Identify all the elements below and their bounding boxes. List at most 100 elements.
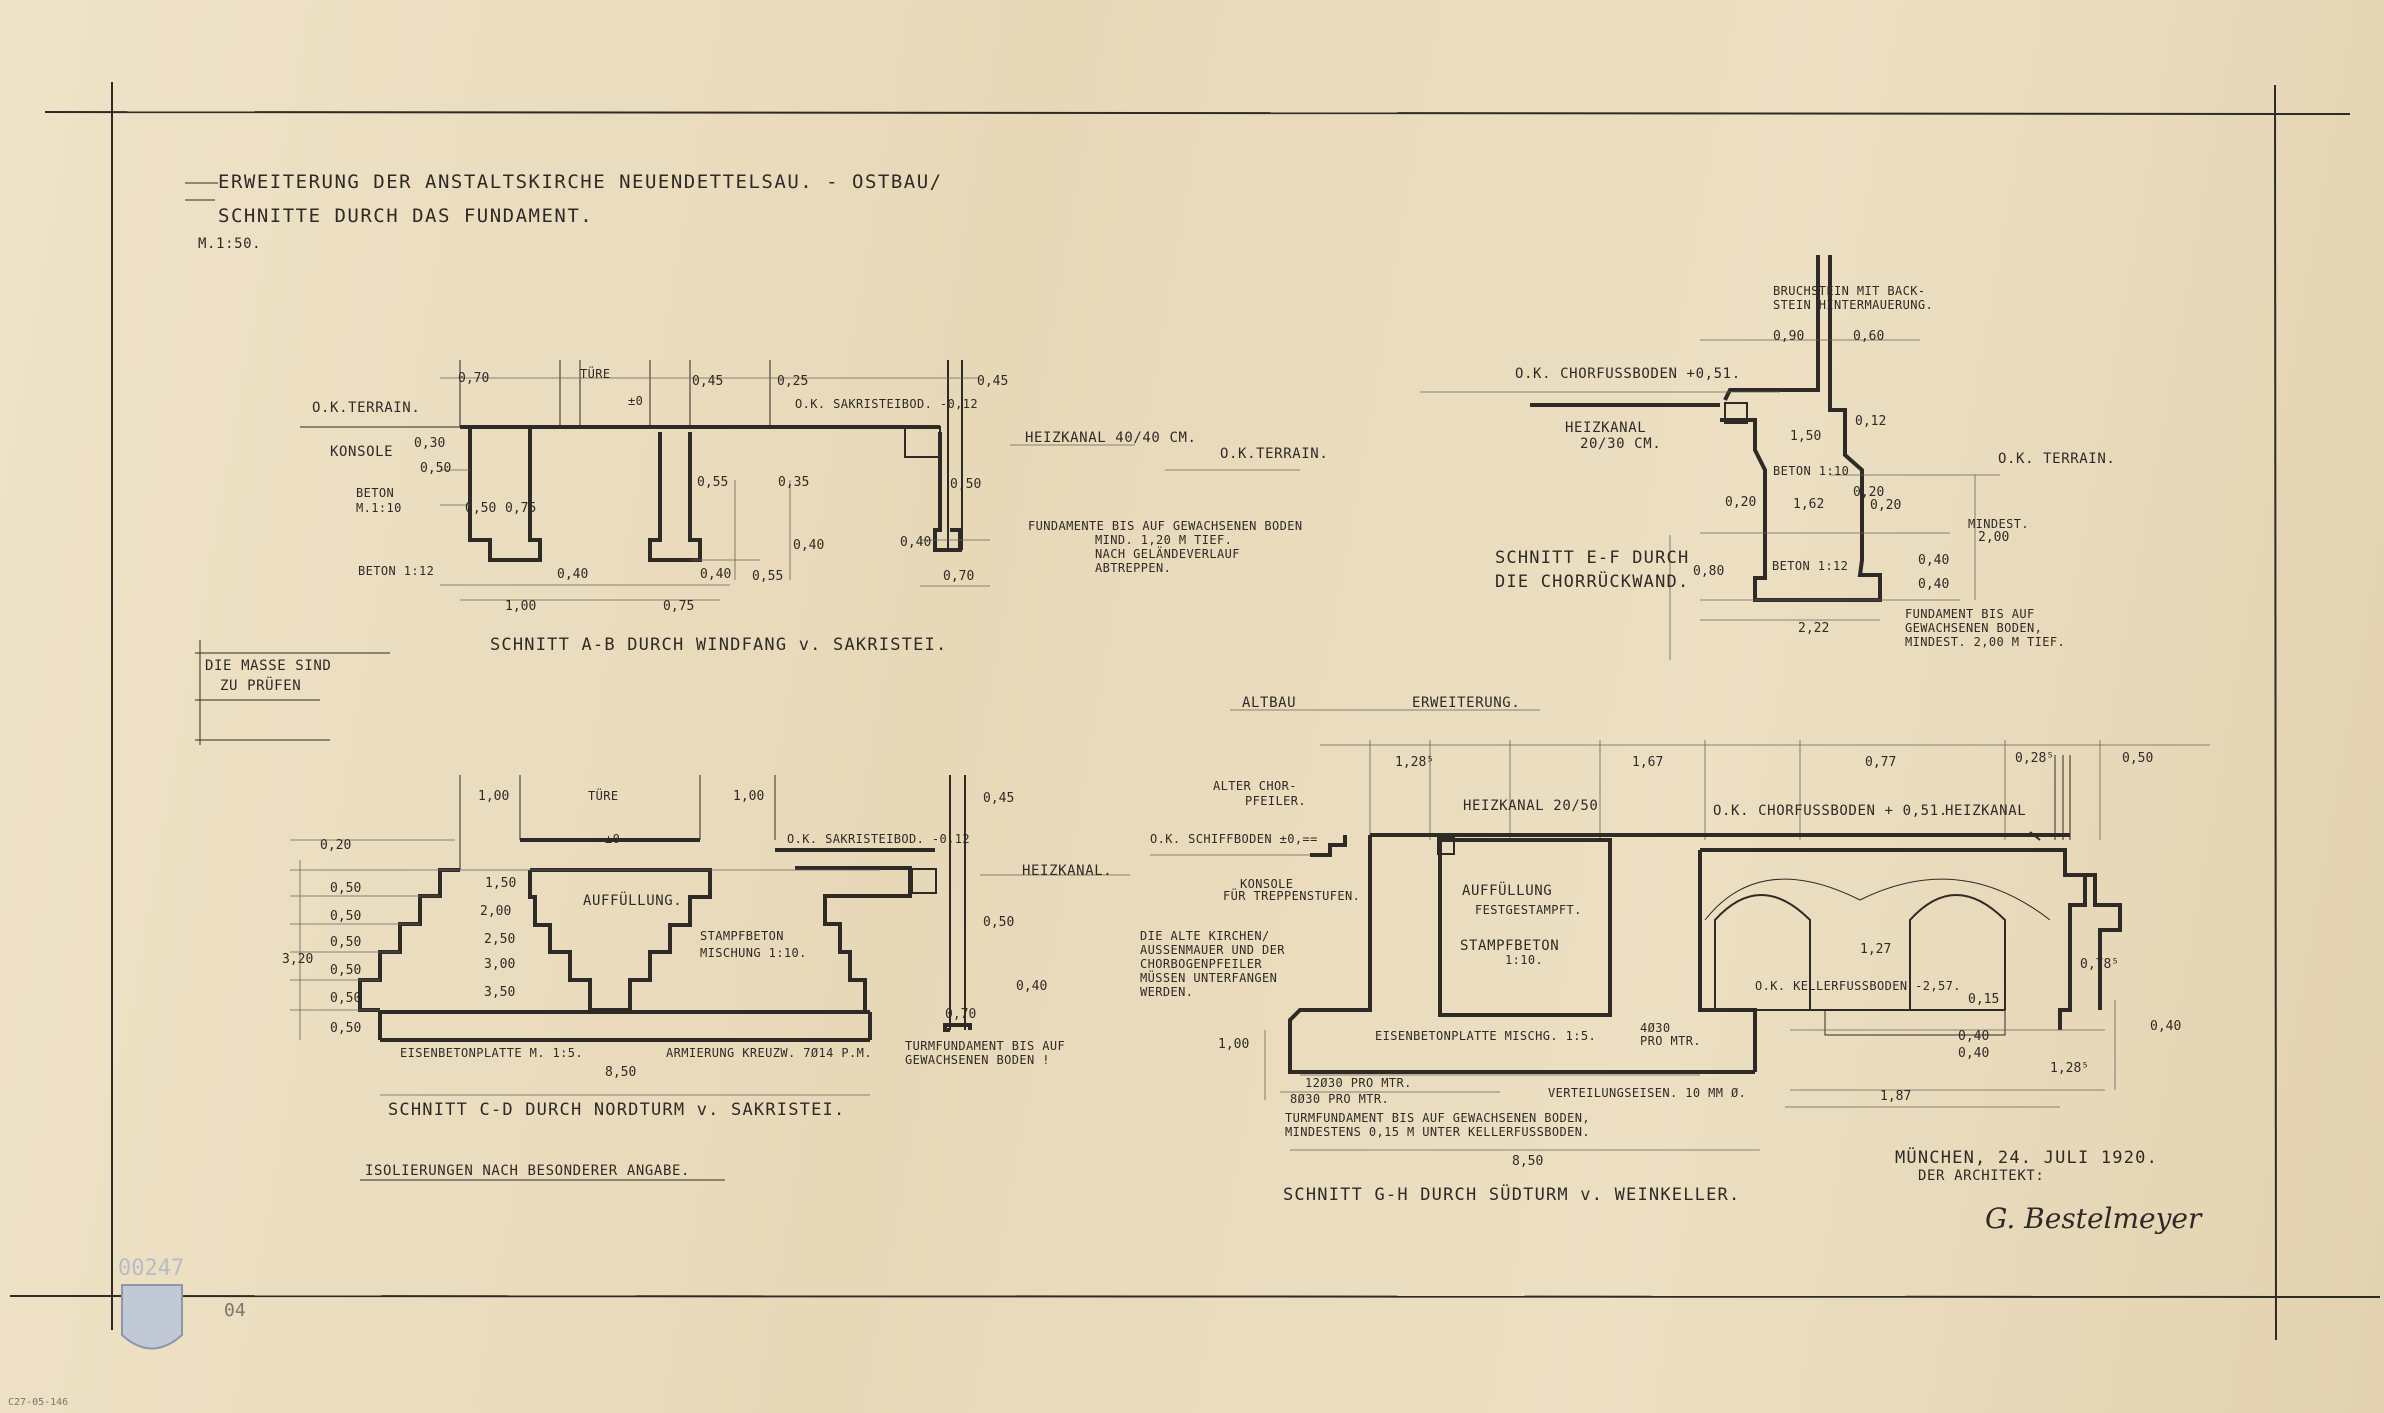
sheet-number: 04 bbox=[224, 1300, 246, 1321]
ab-dim: 0,75 bbox=[663, 599, 694, 614]
gh-kirchen-5: WERDEN. bbox=[1140, 985, 1193, 999]
gh-dim: 1,67 bbox=[1632, 755, 1663, 770]
gh-r2: 8Ø30 PRO MTR. bbox=[1290, 1092, 1389, 1106]
gh-dim: 1,87 bbox=[1880, 1089, 1911, 1104]
ef-dim: 0,12 bbox=[1855, 414, 1886, 429]
cd-step: 1,50 bbox=[485, 876, 516, 891]
ef-dim: 0,90 bbox=[1773, 329, 1804, 344]
cd-dim: 0,50 bbox=[983, 915, 1014, 930]
gh-dim: 0,28⁵ bbox=[2015, 751, 2054, 766]
sheet-border bbox=[9, 82, 2381, 1341]
ab-ok-terrain-right: O.K.TERRAIN. bbox=[1220, 446, 1328, 462]
cd-dim: 0,50 bbox=[330, 881, 361, 896]
drawing-title-line1: ERWEITERUNG DER ANSTALTSKIRCHE NEUENDETT… bbox=[218, 171, 943, 193]
ab-konsole: KONSOLE bbox=[330, 444, 393, 460]
ab-ok-terrain-left: O.K.TERRAIN. bbox=[312, 400, 420, 416]
gh-heizkanal-right: HEIZKANAL bbox=[1945, 803, 2026, 819]
section-ab: O.K.TERRAIN. KONSOLE BETON M.1:10 BETON … bbox=[300, 360, 1328, 655]
ab-dim: 0,70 bbox=[458, 371, 489, 386]
cd-auffuellung: AUFFÜLLUNG. bbox=[583, 891, 682, 909]
cd-step: 3,50 bbox=[484, 985, 515, 1000]
signature-place-date: MÜNCHEN, 24. JULI 1920. bbox=[1895, 1146, 2158, 1168]
measure-note: DIE MASSE SIND ZU PRÜFEN bbox=[195, 640, 390, 745]
ef-bruchstein-2: STEIN HINTERMAUERUNG. bbox=[1773, 298, 1933, 312]
ab-dim: 1,00 bbox=[505, 599, 536, 614]
cd-eisenbeton: EISENBETONPLATTE M. 1:5. bbox=[400, 1046, 583, 1060]
cd-caption: SCHNITT C-D DURCH NORDTURM v. SAKRISTEI. bbox=[388, 1100, 845, 1120]
gh-caption: SCHNITT G-H DURCH SÜDTURM v. WEINKELLER. bbox=[1283, 1183, 1740, 1205]
gh-dim: 0,15 bbox=[1968, 992, 1999, 1007]
gh-verteilung: VERTEILUNGSEISEN. 10 MM Ø. bbox=[1548, 1086, 1746, 1100]
ab-beton-1-12: BETON 1:12 bbox=[358, 564, 434, 578]
ef-heizkanal-2: 20/30 CM. bbox=[1580, 436, 1661, 452]
ef-heizkanal-1: HEIZKANAL bbox=[1565, 420, 1646, 436]
ab-dim: 0,40 bbox=[557, 567, 588, 582]
cd-dim: 0,50 bbox=[330, 935, 361, 950]
cd-dim: 0,50 bbox=[330, 991, 361, 1006]
ab-dim: 0,55 bbox=[752, 569, 783, 584]
section-gh: ALTBAU ERWEITERUNG. ALTER CHOR- PFEILER.… bbox=[1140, 695, 2210, 1205]
ef-dim: 0,20 bbox=[1870, 498, 1901, 513]
gh-dim: 1,28⁵ bbox=[2050, 1061, 2089, 1076]
gh-ok-chor: O.K. CHORFUSSBODEN + 0,51. bbox=[1713, 803, 1948, 819]
gh-eisenbeton: EISENBETONPLATTE MISCHG. 1:5. bbox=[1375, 1029, 1596, 1043]
gh-kirchen-2: AUSSENMAUER UND DER bbox=[1140, 943, 1285, 957]
gh-dim: 1,27 bbox=[1860, 942, 1891, 957]
section-cd: TÜRE ±0 AUFFÜLLUNG. STAMPFBETON MISCHUNG… bbox=[282, 775, 1130, 1181]
drawing-title-line2: SCHNITTE DURCH DAS FUNDAMENT. bbox=[218, 205, 593, 227]
ab-fund-note-3: NACH GELÄNDEVERLAUF bbox=[1095, 546, 1240, 561]
ab-dim: 0,25 bbox=[777, 374, 808, 389]
gh-dim: 1,00 bbox=[1218, 1037, 1249, 1052]
gh-dim: 0,77 bbox=[1865, 755, 1896, 770]
ab-caption: SCHNITT A-B DURCH WINDFANG v. SAKRISTEI. bbox=[490, 635, 947, 655]
section-ef: BRUCHSTEIN MIT BACK- STEIN HINTERMAUERUN… bbox=[1420, 255, 2115, 660]
measure-note-line1: DIE MASSE SIND bbox=[205, 658, 331, 674]
cd-step: 3,00 bbox=[484, 957, 515, 972]
ef-dim: 1,50 bbox=[1790, 429, 1821, 444]
gh-erweiterung: ERWEITERUNG. bbox=[1412, 695, 1520, 711]
title-block: ERWEITERUNG DER ANSTALTSKIRCHE NEUENDETT… bbox=[185, 171, 943, 252]
ef-beton-1-10: BETON 1:10 bbox=[1773, 464, 1849, 478]
ab-dim: 0,30 bbox=[414, 436, 445, 451]
ab-ok-sakristei: O.K. SAKRISTEIBOD. -0,12 bbox=[795, 397, 978, 411]
ab-beton-label: BETON bbox=[356, 486, 394, 500]
ab-fund-note-1: FUNDAMENTE BIS AUF GEWACHSENEN BODEN bbox=[1028, 519, 1303, 533]
ab-dim: 0,45 bbox=[977, 374, 1008, 389]
gh-ok-schiff: O.K. SCHIFFBODEN ±0,== bbox=[1150, 832, 1318, 846]
cd-step: 2,00 bbox=[480, 904, 511, 919]
ef-dim: 0,40 bbox=[1918, 553, 1949, 568]
cd-armierung: ARMIERUNG KREUZW. 7Ø14 P.M. bbox=[666, 1046, 872, 1060]
ef-dim: 0,40 bbox=[1918, 577, 1949, 592]
ef-caption-2: DIE CHORRÜCKWAND. bbox=[1495, 570, 1689, 592]
gh-kirchen-4: MÜSSEN UNTERFANGEN bbox=[1140, 969, 1277, 985]
ef-mindest-value: 2,00 bbox=[1978, 530, 2009, 545]
gh-dim: 0,40 bbox=[1958, 1029, 1989, 1044]
ab-dim: 0,50 bbox=[950, 477, 981, 492]
ef-ok-terrain: O.K. TERRAIN. bbox=[1998, 451, 2115, 467]
ab-dim: 0,50 bbox=[420, 461, 451, 476]
gh-dim: 0,40 bbox=[2150, 1019, 2181, 1034]
drawing-scale: M.1:50. bbox=[198, 236, 261, 252]
archive-number: 00247 bbox=[118, 1256, 184, 1281]
cd-ok-sakristei: O.K. SAKRISTEIBOD. -0,12 bbox=[787, 832, 970, 846]
ab-heizkanal: HEIZKANAL 40/40 CM. bbox=[1025, 430, 1197, 446]
gh-pro-mtr-2: PRO MTR. bbox=[1640, 1034, 1701, 1048]
archive-corner-mark: C27-05-146 bbox=[8, 1397, 68, 1408]
ef-dim: 0,20 bbox=[1853, 485, 1884, 500]
cd-dim: 8,50 bbox=[605, 1065, 636, 1080]
cd-dim: 0,70 bbox=[945, 1007, 976, 1022]
cd-dim: 0,50 bbox=[330, 1021, 361, 1036]
ef-dim: 1,62 bbox=[1793, 497, 1824, 512]
gh-kirchen-1: DIE ALTE KIRCHEN/ bbox=[1140, 929, 1270, 943]
cd-dim: 0,20 bbox=[320, 838, 351, 853]
ab-fund-note-4: ABTREPPEN. bbox=[1095, 561, 1171, 575]
ef-dim: 0,60 bbox=[1853, 329, 1884, 344]
gh-konsole-1: KONSOLE bbox=[1240, 877, 1293, 891]
cd-heizkanal: HEIZKANAL. bbox=[1022, 863, 1112, 879]
gh-dim: 0,50 bbox=[2122, 751, 2153, 766]
gh-dim: 0,78⁵ bbox=[2080, 957, 2119, 972]
cd-dim: 0,50 bbox=[330, 963, 361, 978]
measure-note-line2: ZU PRÜFEN bbox=[220, 676, 301, 694]
cd-dim: 1,00 bbox=[733, 789, 764, 804]
